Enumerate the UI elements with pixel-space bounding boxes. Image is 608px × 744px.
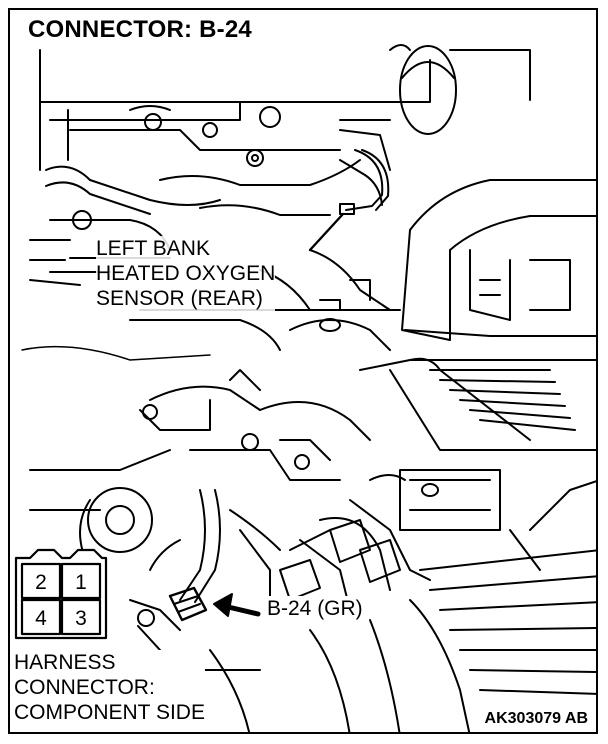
harness-label-line-1: HARNESS bbox=[14, 651, 116, 674]
pin-2: 2 bbox=[35, 571, 47, 594]
harness-connector-label: HARNESS CONNECTOR: COMPONENT SIDE bbox=[14, 650, 205, 725]
engine-illustration: 2 1 4 3 bbox=[14, 44, 596, 732]
connector-pins: 2 1 4 3 bbox=[35, 571, 87, 630]
sensor-callout: LEFT BANK HEATED OXYGEN SENSOR (REAR) bbox=[96, 236, 276, 311]
lower-engine-view bbox=[29, 357, 596, 732]
pin-3: 3 bbox=[75, 607, 87, 630]
pin-cell-3 bbox=[60, 598, 102, 636]
pin-4: 4 bbox=[35, 607, 47, 630]
figure-code: AK303079 AB bbox=[482, 710, 590, 728]
harness-label-line-2: CONNECTOR: bbox=[14, 676, 155, 699]
upper-engine-view bbox=[29, 44, 596, 351]
pin-cell-1 bbox=[60, 562, 102, 600]
sensor-label-line-2: HEATED OXYGEN bbox=[96, 262, 276, 285]
connector-face bbox=[14, 548, 108, 640]
diagram-frame: 2 1 4 3 CONNECTOR: B-24 LEFT BANK HEATED… bbox=[8, 8, 598, 734]
pin-cell-2 bbox=[20, 562, 62, 600]
sensor-label-line-3: SENSOR (REAR) bbox=[96, 287, 263, 310]
connector-ref-label: B-24 (GR) bbox=[264, 596, 366, 621]
harness-label-line-3: COMPONENT SIDE bbox=[14, 701, 205, 724]
sensor-label-line-1: LEFT BANK bbox=[96, 237, 210, 260]
pin-cell-4 bbox=[20, 598, 62, 636]
diagram-title: CONNECTOR: B-24 bbox=[24, 16, 256, 44]
pin-1: 1 bbox=[75, 571, 87, 594]
